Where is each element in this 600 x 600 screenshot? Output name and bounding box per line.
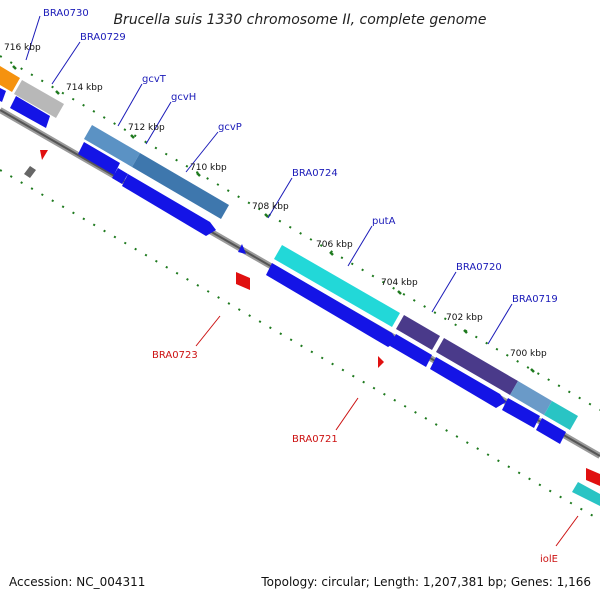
reverse-gene-block-iolE[interactable]: [586, 468, 600, 486]
scale-label: 704 kbp: [381, 278, 418, 288]
gene-label-gcvH[interactable]: gcvH: [171, 92, 196, 103]
gene-labels-reverse: BRA0723 BRA0721 iolE: [152, 350, 558, 565]
gene-label-BRA0719[interactable]: BRA0719: [512, 294, 558, 305]
gene-bar-gcvP[interactable]: [132, 153, 229, 219]
cds-arrow[interactable]: [10, 96, 50, 128]
forward-marker[interactable]: [238, 244, 246, 254]
gene-label-BRA0723[interactable]: BRA0723: [152, 350, 198, 361]
scale-label: 716 kbp: [4, 43, 41, 53]
scale-label: 708 kbp: [252, 202, 289, 212]
scale-label: 710 kbp: [190, 163, 227, 173]
cds-arrow[interactable]: [0, 88, 6, 102]
cds-arrow[interactable]: [390, 334, 432, 367]
teal-block-iolE[interactable]: [572, 482, 600, 506]
map-title: Brucella suis 1330 chromosome II, comple…: [113, 12, 486, 28]
outer-tick-ring: [0, 55, 600, 411]
gene-bar-BRA0720[interactable]: [396, 315, 440, 350]
gene-label-iolE[interactable]: iolE: [540, 554, 558, 565]
gene-labels-forward: BRA0730 BRA0729 gcvT gcvH gcvP BRA0724 p…: [43, 8, 558, 305]
gene-bar-gcvT[interactable]: [84, 125, 140, 167]
scale-labels: 716 kbp 714 kbp 712 kbp 710 kbp 708 kbp …: [4, 43, 547, 359]
gray-marker[interactable]: [24, 166, 36, 178]
cds-arrow[interactable]: [122, 174, 216, 236]
scale-label: 706 kbp: [316, 240, 353, 250]
scale-label: 712 kbp: [128, 123, 165, 133]
cds-track: [0, 88, 566, 444]
cds-arrow[interactable]: [78, 142, 120, 175]
label-leaders-reverse: [195, 315, 579, 547]
reverse-gene-marker-small[interactable]: [40, 150, 48, 160]
cds-arrow[interactable]: [112, 168, 128, 184]
gene-label-BRA0724[interactable]: BRA0724: [292, 168, 338, 179]
cds-arrow[interactable]: [266, 263, 398, 347]
gene-bar-putA[interactable]: [274, 245, 400, 327]
gene-bar-BRA0729[interactable]: [14, 80, 64, 118]
gene-bar-BRA0730[interactable]: [0, 66, 20, 92]
gene-label-putA[interactable]: putA: [372, 216, 396, 227]
gene-label-BRA0721[interactable]: BRA0721: [292, 434, 338, 445]
topology-text: Topology: circular; Length: 1,207,381 bp…: [260, 575, 591, 589]
gene-label-gcvP[interactable]: gcvP: [218, 122, 242, 133]
outer-tick-ring-major: [12, 65, 535, 373]
gene-label-BRA0730[interactable]: BRA0730: [43, 8, 89, 19]
scale-label: 700 kbp: [510, 349, 547, 359]
gene-label-BRA0720[interactable]: BRA0720: [456, 262, 502, 273]
label-leaders: [25, 15, 513, 345]
cds-arrow[interactable]: [502, 398, 540, 428]
gene-bar-BRA0719-tail[interactable]: [510, 381, 552, 415]
cds-arrow[interactable]: [430, 357, 506, 408]
gene-bar-teal[interactable]: [544, 401, 578, 430]
scale-label: 714 kbp: [66, 83, 103, 93]
accession-text: Accession: NC_004311: [9, 575, 145, 589]
scale-label: 702 kbp: [446, 313, 483, 323]
inner-tick-ring: [0, 169, 600, 521]
gene-label-gcvT[interactable]: gcvT: [142, 74, 167, 85]
reverse-gene-marker-BRA0721[interactable]: [378, 356, 384, 368]
gene-label-BRA0729[interactable]: BRA0729: [80, 32, 126, 43]
reverse-gene-markers: [24, 150, 600, 506]
gene-bar-BRA0719[interactable]: [436, 338, 518, 395]
gene-track-outer: [0, 66, 578, 430]
cds-arrow[interactable]: [536, 418, 566, 444]
reverse-gene-block-BRA0723[interactable]: [236, 272, 250, 290]
